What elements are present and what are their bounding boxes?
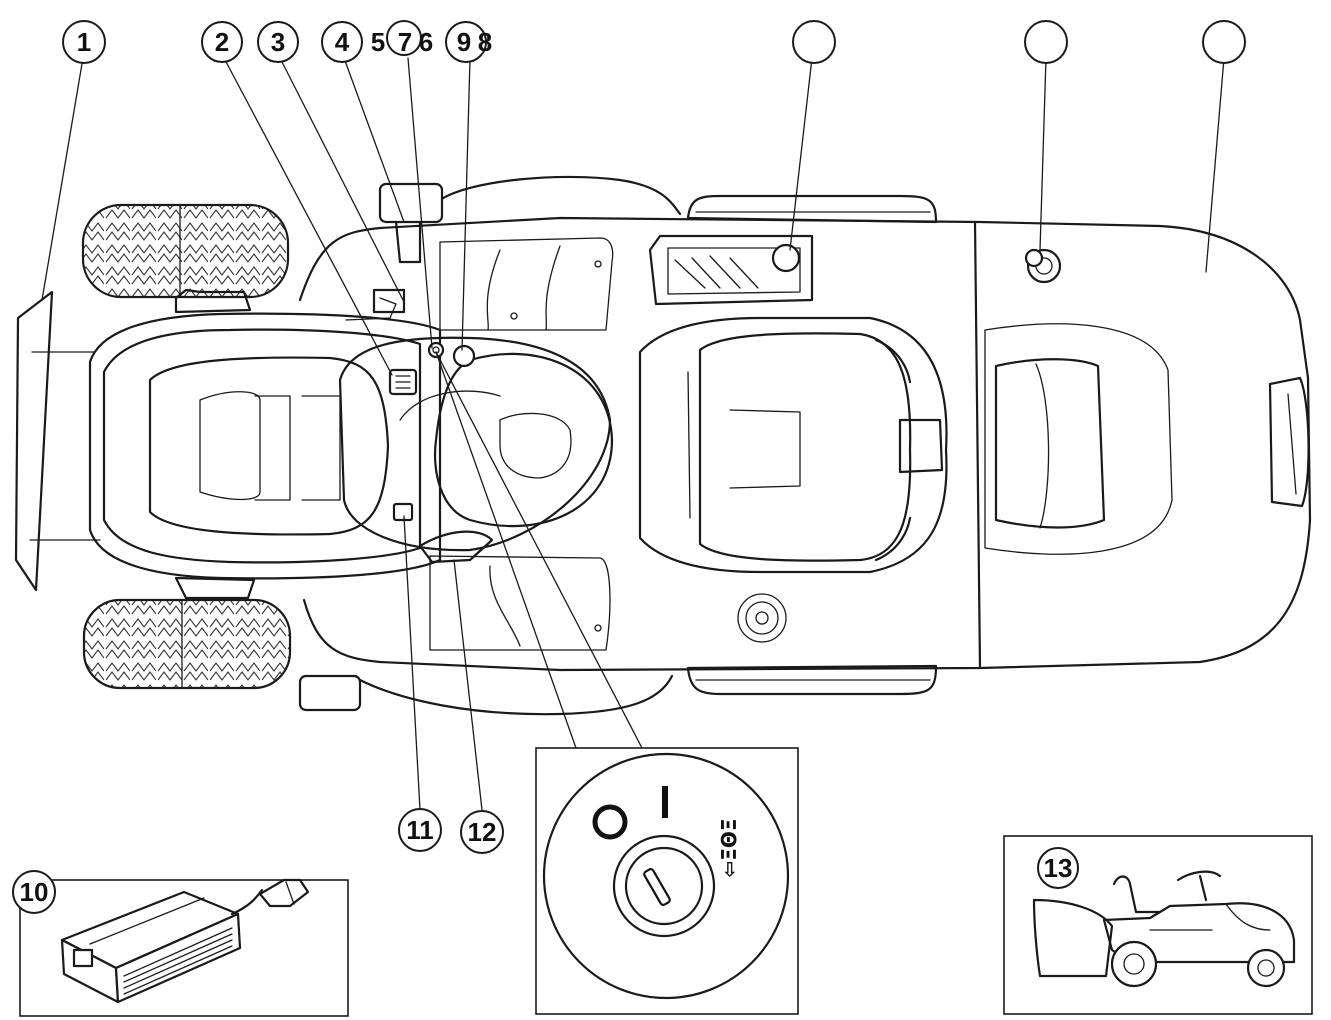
svg-text:2: 2 [215, 27, 229, 57]
front-right-stub [298, 674, 362, 712]
battery-charger [60, 878, 310, 1004]
callout-blank-b [1024, 20, 1068, 64]
cutting-height-lever [378, 182, 444, 264]
svg-text:12: 12 [468, 817, 497, 847]
collector-inset: 13 [1003, 835, 1313, 1015]
mower-side-view [1102, 870, 1296, 988]
seat [638, 316, 948, 574]
callout-5: 5 [371, 27, 385, 57]
callout-blank-a [792, 20, 836, 64]
ignition-start-symbol: ⇦ΞΘΞ [717, 818, 741, 877]
leader-lines [41, 51, 1225, 811]
callout-3: 3 [257, 21, 299, 63]
svg-text:4: 4 [335, 27, 350, 57]
svg-text:9: 9 [457, 27, 471, 57]
callout-1: 1 [62, 20, 106, 64]
callout-11: 11 [398, 808, 442, 852]
callout-4: 4 [321, 21, 363, 63]
ignition-key-slot [612, 834, 716, 938]
front-bumper [14, 290, 101, 592]
callout-7-6: 7 6 [386, 20, 433, 57]
main-body [298, 216, 1312, 672]
callout-blank-c [1202, 20, 1246, 64]
charger-inset: 10 [12, 870, 349, 1017]
svg-text:8: 8 [478, 27, 492, 57]
callout-12: 12 [460, 810, 504, 854]
callout-9-8: 9 8 [445, 21, 492, 63]
svg-text:11: 11 [406, 815, 434, 845]
svg-text:6: 6 [419, 27, 433, 57]
svg-text:7: 7 [398, 27, 412, 57]
svg-text:3: 3 [271, 27, 285, 57]
svg-text:⇦ΞΘΞ: ⇦ΞΘΞ [717, 818, 741, 877]
grass-collector [1032, 898, 1114, 978]
front-axle-mounts [174, 288, 256, 600]
hood [88, 288, 442, 580]
svg-text:1: 1 [77, 27, 91, 57]
engine-vent [737, 593, 787, 643]
ignition-on-symbol [662, 786, 668, 818]
rear-left-wheel [686, 194, 938, 224]
callout-2: 2 [201, 21, 243, 63]
front-right-wheel [82, 598, 292, 690]
ignition-inset: ⇦ΞΘΞ [535, 747, 799, 1015]
rear-right-wheel [686, 664, 938, 696]
dashboard-console [338, 336, 614, 564]
mower-deck [358, 175, 682, 716]
svg-text:10: 10 [20, 877, 49, 907]
svg-text:5: 5 [371, 27, 385, 57]
front-left-wheel [81, 203, 290, 299]
ignition-off-symbol [592, 804, 628, 840]
svg-text:13: 13 [1044, 853, 1073, 883]
